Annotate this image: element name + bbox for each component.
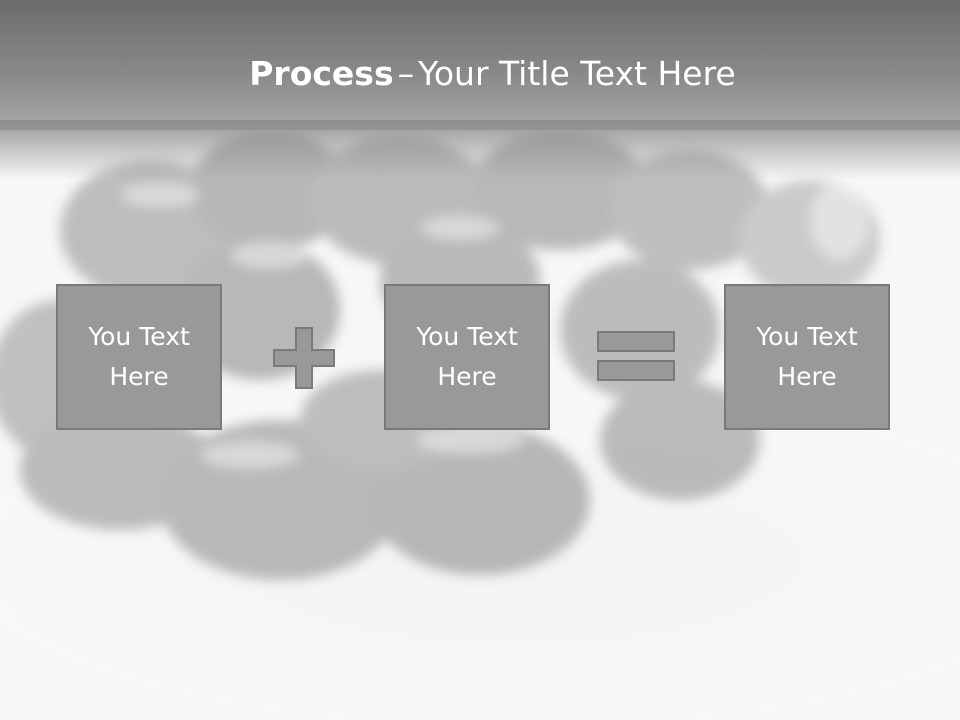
process-box-1[interactable]: You Text Here [56, 284, 222, 430]
slide-title: Process–Your Title Text Here [0, 52, 960, 96]
process-box-2-text: You Text Here [416, 322, 518, 391]
title-separator: – [397, 54, 415, 93]
plus-icon [273, 327, 335, 389]
process-box-3-text: You Text Here [756, 322, 858, 391]
title-bold: Process [249, 54, 394, 93]
title-bar [0, 0, 960, 130]
process-box-3[interactable]: You Text Here [724, 284, 890, 430]
title-text: Your Title Text Here [418, 54, 736, 93]
title-bar-fade [0, 120, 960, 180]
process-box-1-text: You Text Here [88, 322, 190, 391]
equals-icon [597, 331, 675, 381]
process-box-2[interactable]: You Text Here [384, 284, 550, 430]
